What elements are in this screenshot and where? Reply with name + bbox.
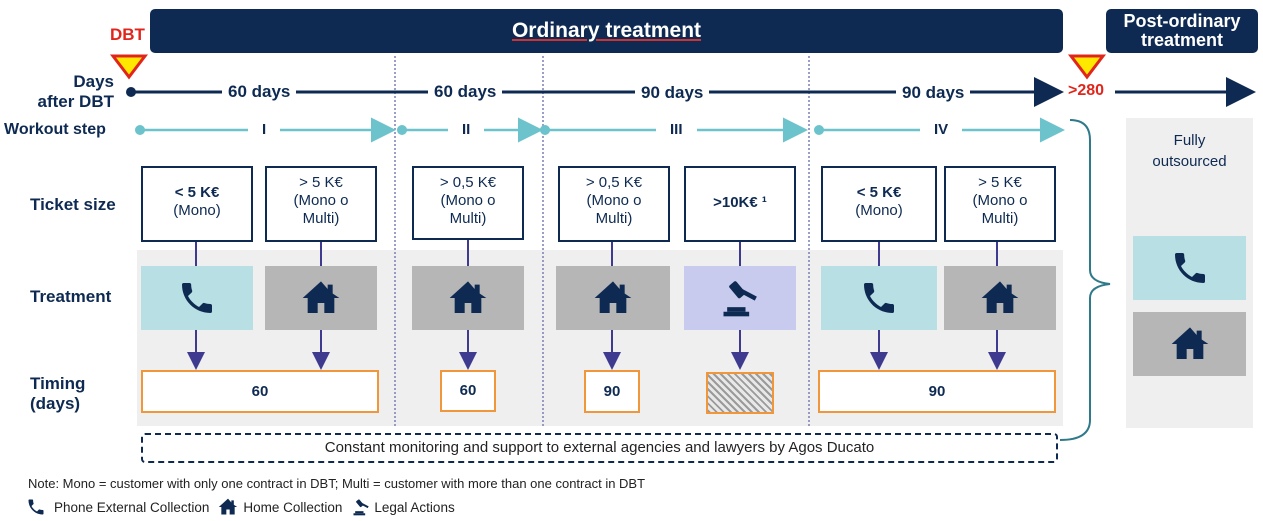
post-home-box: [1133, 312, 1246, 376]
timing-label: Timing (days): [30, 374, 86, 413]
treatment-phone-2: [821, 266, 937, 330]
timing-box-2: 60: [440, 370, 496, 412]
timing-box-4: 90: [818, 370, 1056, 413]
treatment-home-3: [556, 266, 670, 330]
right-brace: [1059, 119, 1111, 441]
treatment-home-1: [265, 266, 377, 330]
ordinary-treatment-banner: Ordinary treatment: [150, 9, 1063, 53]
period-1: 60 days: [222, 82, 297, 102]
dbt-label: DBT: [110, 25, 145, 44]
monitoring-box: Constant monitoring and support to exter…: [141, 433, 1058, 463]
days-after-dbt-label: Days after DBT: [37, 72, 114, 111]
ticket-box-5: >10K€ ¹: [684, 166, 796, 242]
legend-phone-label: Phone External Collection: [54, 499, 210, 515]
timeline-start-dot: [126, 87, 136, 97]
phone-icon: [28, 499, 44, 515]
treatment-phone-1: [141, 266, 253, 330]
timing-box-1: 60: [141, 370, 379, 413]
period-2: 60 days: [428, 82, 503, 102]
treatment-legal: [684, 266, 796, 330]
phone-icon: [864, 283, 894, 313]
treatment-home-2: [412, 266, 524, 330]
ticket-box-6: < 5 K€(Mono): [821, 166, 937, 242]
over-280-label: >280: [1066, 82, 1107, 100]
dbt-warning-triangle: [109, 54, 149, 80]
step-2: II: [448, 121, 485, 138]
home-icon: [981, 281, 1019, 313]
post-phone-box: [1133, 236, 1246, 300]
phone-icon: [182, 283, 212, 313]
ticket-size-label: Ticket size: [30, 195, 116, 214]
footnote: Note: Mono = customer with only one cont…: [28, 476, 646, 491]
legend-home-label: Home Collection: [243, 499, 343, 515]
home-icon: [302, 281, 340, 313]
legend-legal-label: Legal Actions: [374, 499, 455, 515]
period-4: 90 days: [896, 83, 971, 103]
fully-outsourced-label: Fully outsourced: [1152, 132, 1227, 170]
legend: Phone External Collection Home Collectio…: [26, 497, 463, 517]
step-4: IV: [920, 121, 963, 138]
timing-box-3: 90: [584, 370, 640, 413]
280-warning-triangle: [1067, 54, 1107, 80]
home-icon: [594, 281, 632, 313]
gavel-icon: [353, 499, 370, 516]
gavel-icon: [723, 281, 757, 317]
post-ordinary-treatment-banner: Post-ordinary treatment: [1106, 9, 1258, 53]
step-1: I: [248, 121, 281, 138]
step-3: III: [656, 121, 697, 138]
home-icon: [449, 281, 487, 313]
timing-box-legal-hatched: [706, 372, 774, 414]
period-3: 90 days: [635, 83, 710, 103]
ticket-box-1: < 5 K€(Mono): [141, 166, 253, 242]
treatment-home-4: [944, 266, 1056, 330]
treatment-label: Treatment: [30, 287, 112, 306]
home-icon: [219, 498, 238, 515]
workout-step-label: Workout step: [4, 121, 106, 138]
home-icon: [1171, 327, 1208, 359]
phone-icon: [1174, 253, 1205, 283]
